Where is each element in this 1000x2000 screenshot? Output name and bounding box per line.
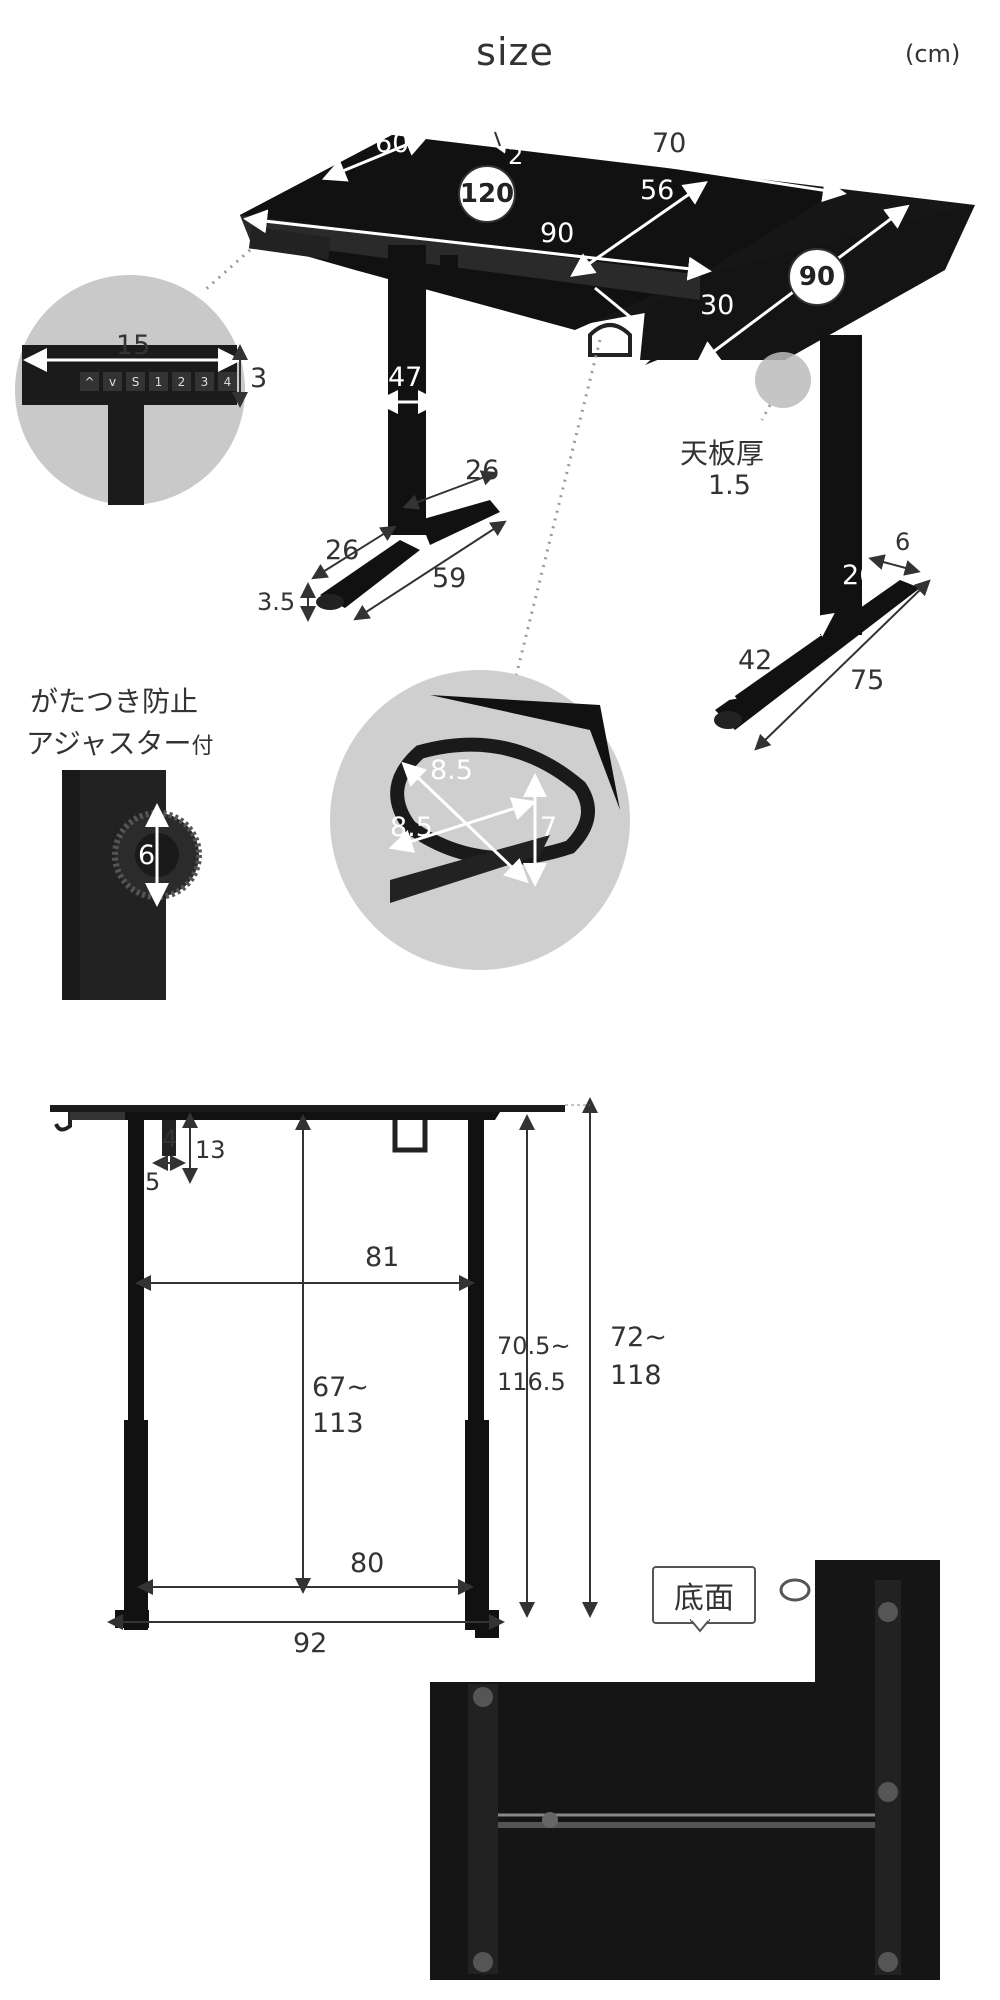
dim-leg-width: 47: [388, 362, 423, 393]
controller-button: 2: [172, 372, 191, 391]
dim-gap: 2: [508, 142, 524, 170]
foot-inner: 80: [350, 1548, 385, 1579]
controller-button: S: [126, 372, 145, 391]
hook-width: 4: [162, 1125, 178, 1153]
inner-height-line1: 67~: [312, 1372, 369, 1403]
thickness-marker: [755, 352, 811, 408]
cup-holder-zoom-circle: [330, 670, 630, 970]
tag-pointer: [690, 1619, 710, 1633]
leg-height-line1: 70.5~: [497, 1332, 571, 1360]
dim-width-total-badge: 120: [458, 165, 516, 223]
dim-ext-depth: 30: [700, 290, 735, 321]
controller-width: 15: [116, 330, 151, 361]
left-foot-back: [420, 500, 500, 545]
adjuster-title-suffix: 付: [191, 734, 214, 759]
dim-foot-right-length: 75: [850, 665, 885, 696]
cup-holder-small: [588, 323, 632, 357]
cup-height: 7: [540, 812, 558, 843]
dim-foot-right-inner: 42: [738, 645, 773, 676]
adjuster-size: 6: [138, 840, 156, 871]
leg-height-line2: 116.5: [497, 1368, 566, 1396]
controller-button-row: ^ v S 1 2 3 4: [80, 372, 237, 391]
adjuster-title-line2: アジャスター付: [26, 722, 214, 762]
controller-button: 4: [218, 372, 237, 391]
page-title: size: [476, 30, 554, 74]
controller-button: v: [103, 372, 122, 391]
inner-width: 81: [365, 1242, 400, 1273]
total-height-line2: 118: [610, 1360, 662, 1391]
thickness-value: 1.5: [708, 470, 751, 501]
inner-height-line2: 113: [312, 1408, 364, 1439]
controller-button: ^: [80, 372, 99, 391]
controller-height: 3: [250, 363, 268, 394]
total-height-line1: 72~: [610, 1322, 667, 1353]
dim-width-top: 70: [652, 128, 687, 159]
foot-total: 92: [293, 1628, 328, 1659]
thickness-label: 天板厚: [680, 437, 765, 470]
dim-width-main: 90: [540, 218, 575, 249]
controller-button: 3: [195, 372, 214, 391]
dim-depth-left: 60: [375, 128, 410, 159]
cup-diameter-a: 8.5: [430, 755, 473, 786]
hook-depth: 5: [145, 1168, 161, 1196]
adjuster-picture: [62, 770, 202, 1000]
unit-label: (cm): [905, 40, 961, 68]
dim-depth-right-badge: 90: [788, 248, 846, 306]
dim-adjuster-top: 6: [895, 528, 911, 556]
dim-foot-left-length: 59: [432, 563, 467, 594]
dim-foot-right-width: 26: [842, 560, 877, 591]
dim-foot-height: 3.5: [257, 588, 296, 616]
adjuster-title-main: アジャスター: [26, 727, 192, 760]
desk-side-view-drawing: [50, 1097, 598, 1638]
hook-height: 13: [195, 1136, 226, 1164]
cup-diameter-b: 8.5: [390, 812, 433, 843]
dim-foot-left-width: 26: [325, 535, 360, 566]
desk-bottom-view-drawing: [430, 1560, 940, 1980]
desk-top-view-drawing: [15, 129, 975, 1000]
dim-inner-top: 56: [640, 175, 675, 206]
controller-button: 1: [149, 372, 168, 391]
adjuster-title-line1: がたつき防止: [30, 685, 199, 718]
dim-foot-width: 26: [465, 455, 500, 486]
